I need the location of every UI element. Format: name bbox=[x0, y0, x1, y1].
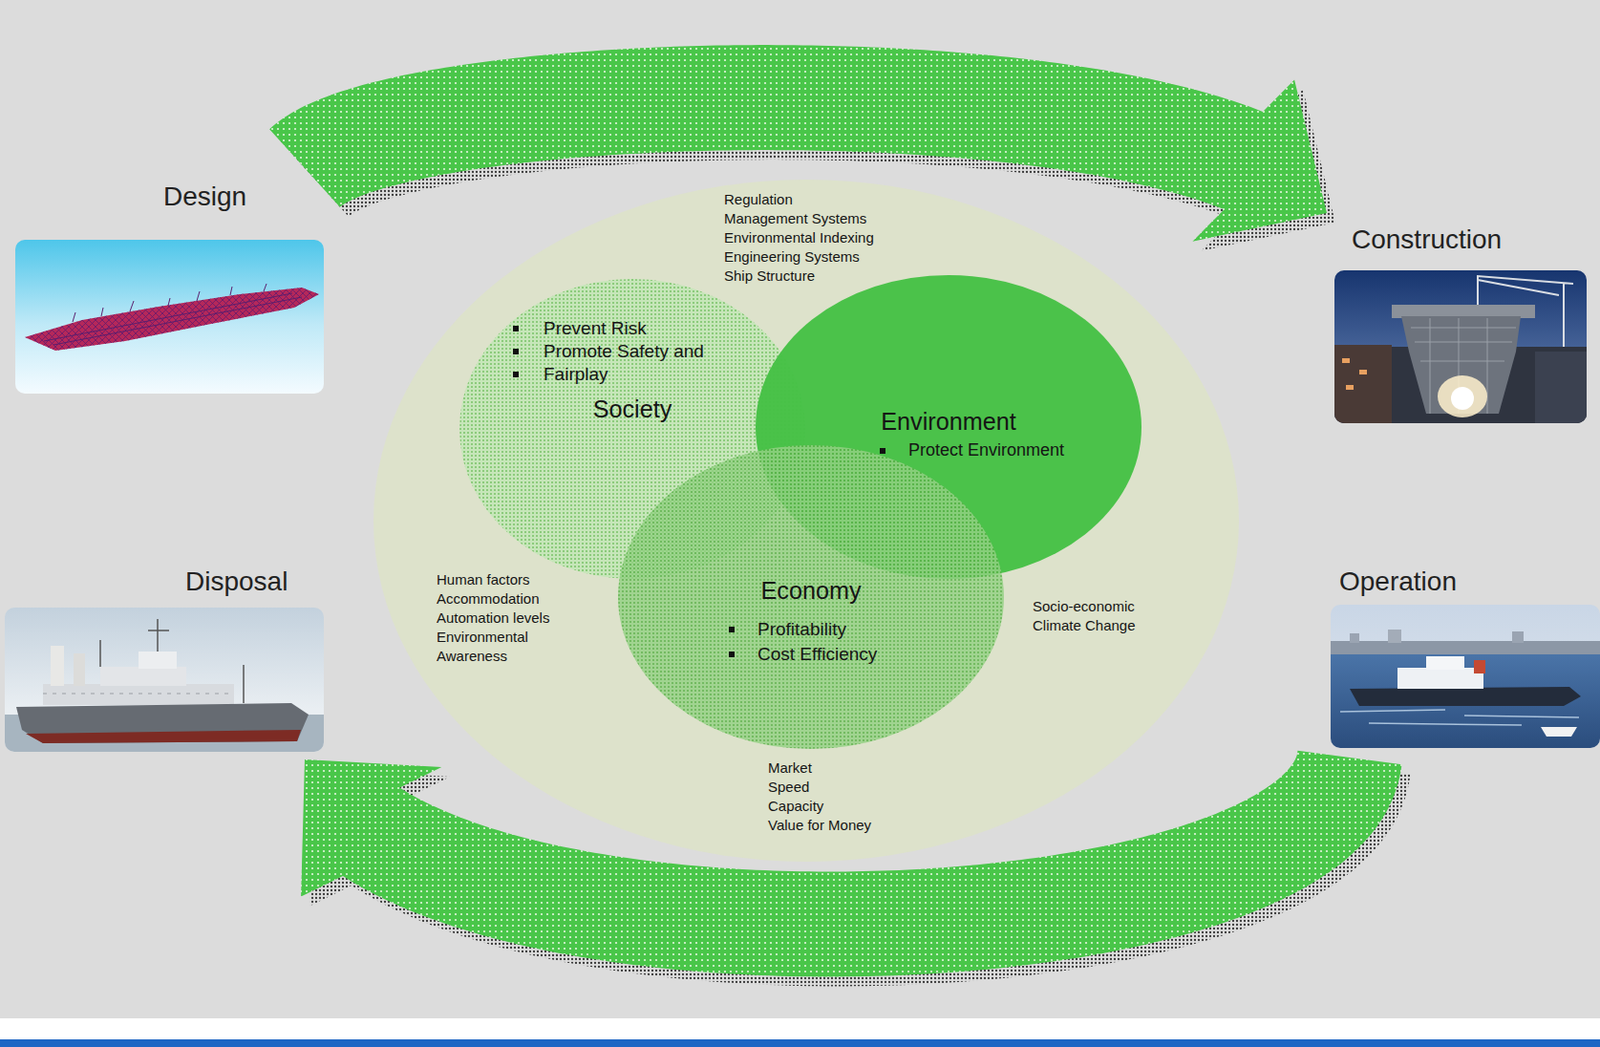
factor-list: Human factorsAccommodationAutomation lev… bbox=[436, 570, 571, 666]
footer-strip bbox=[0, 1018, 1600, 1040]
factor-item: Environmental Awareness bbox=[436, 627, 571, 666]
pillar-heading: Environment bbox=[754, 406, 1143, 436]
footer-bar bbox=[0, 1039, 1600, 1047]
circle-text-holder: Profitability bbox=[757, 618, 847, 641]
shape-fill bbox=[618, 445, 1004, 749]
construction-photo bbox=[1334, 270, 1587, 424]
stage-heading: Design bbox=[163, 181, 247, 213]
bullet-mark bbox=[879, 448, 886, 454]
factor-item: Ship Structure bbox=[724, 266, 875, 286]
disposal-photo bbox=[4, 607, 324, 752]
shape-fill bbox=[373, 179, 1239, 862]
stage-box: Operation bbox=[1330, 558, 1600, 748]
stage-box: Construction bbox=[1334, 216, 1587, 424]
pillar-goal: Prevent Risk bbox=[543, 318, 647, 341]
stage-heading: Operation bbox=[1339, 566, 1457, 598]
circle-text-holder: Society bbox=[458, 394, 807, 424]
factor-item: Value for Money bbox=[768, 815, 872, 835]
pillar-goal: Protect Environment bbox=[908, 440, 1065, 462]
factor-item: Capacity bbox=[768, 796, 872, 816]
bullet-mark bbox=[728, 651, 735, 658]
factor-item: Environmental Indexing bbox=[724, 228, 875, 248]
pillar-circle: EconomyProfitabilityCost Efficiency bbox=[617, 444, 1005, 750]
heading-holder: Disposal bbox=[185, 566, 288, 598]
stage-box: Disposal bbox=[4, 558, 324, 752]
stage-box: Design bbox=[15, 173, 324, 394]
pillar-goal: Promote Safety and bbox=[543, 341, 704, 363]
factor-list: RegulationManagement SystemsEnvironmenta… bbox=[724, 190, 875, 286]
factor-list: Socio-economicClimate Change bbox=[1032, 597, 1136, 636]
factor-item: Speed bbox=[768, 777, 872, 797]
scope-ellipse: RegulationManagement SystemsEnvironmenta… bbox=[372, 178, 1240, 863]
heading-holder: Design bbox=[163, 181, 247, 213]
stage-heading: Disposal bbox=[185, 566, 288, 598]
factor-item: Accommodation bbox=[436, 589, 571, 609]
bullet-mark bbox=[512, 371, 519, 378]
arrow-band bbox=[269, 44, 1327, 242]
factor-item: Engineering Systems bbox=[724, 247, 875, 267]
circle-text-holder: Promote Safety and bbox=[543, 341, 704, 363]
factor-list: MarketSpeedCapacityValue for Money bbox=[768, 758, 872, 835]
bullet-mark bbox=[728, 626, 735, 633]
factor-item: Automation levels bbox=[436, 608, 571, 628]
circle-text-holder: Fairplay bbox=[543, 363, 609, 386]
stage-heading: Construction bbox=[1351, 224, 1502, 256]
circle-text-holder: Environment bbox=[754, 406, 1143, 436]
pillar-heading: Society bbox=[458, 394, 807, 424]
bullet-mark bbox=[512, 325, 519, 332]
heading-holder: Construction bbox=[1351, 224, 1502, 256]
circle-text-holder: Protect Environment bbox=[908, 440, 1065, 462]
factor-item: Climate Change bbox=[1032, 616, 1136, 636]
bullet-mark bbox=[512, 348, 519, 355]
circle-text-holder: Cost Efficiency bbox=[757, 643, 877, 666]
factor-item: Socio-economic bbox=[1032, 597, 1136, 617]
factor-item: Regulation bbox=[724, 190, 875, 210]
pillar-goal: Cost Efficiency bbox=[757, 643, 877, 666]
factor-item: Human factors bbox=[436, 570, 571, 590]
factor-item: Management Systems bbox=[724, 209, 875, 229]
design-photo bbox=[15, 239, 324, 394]
pillar-heading: Economy bbox=[617, 576, 1005, 605]
cycle-arrow bbox=[269, 44, 1336, 252]
pillar-goal: Fairplay bbox=[543, 363, 609, 386]
pillar-goal: Profitability bbox=[757, 618, 847, 641]
circle-text-holder: Economy bbox=[617, 576, 1005, 605]
factor-item: Market bbox=[768, 758, 872, 778]
operation-photo bbox=[1330, 604, 1600, 748]
circle-text-holder: Prevent Risk bbox=[543, 318, 647, 341]
heading-holder: Operation bbox=[1339, 566, 1457, 598]
